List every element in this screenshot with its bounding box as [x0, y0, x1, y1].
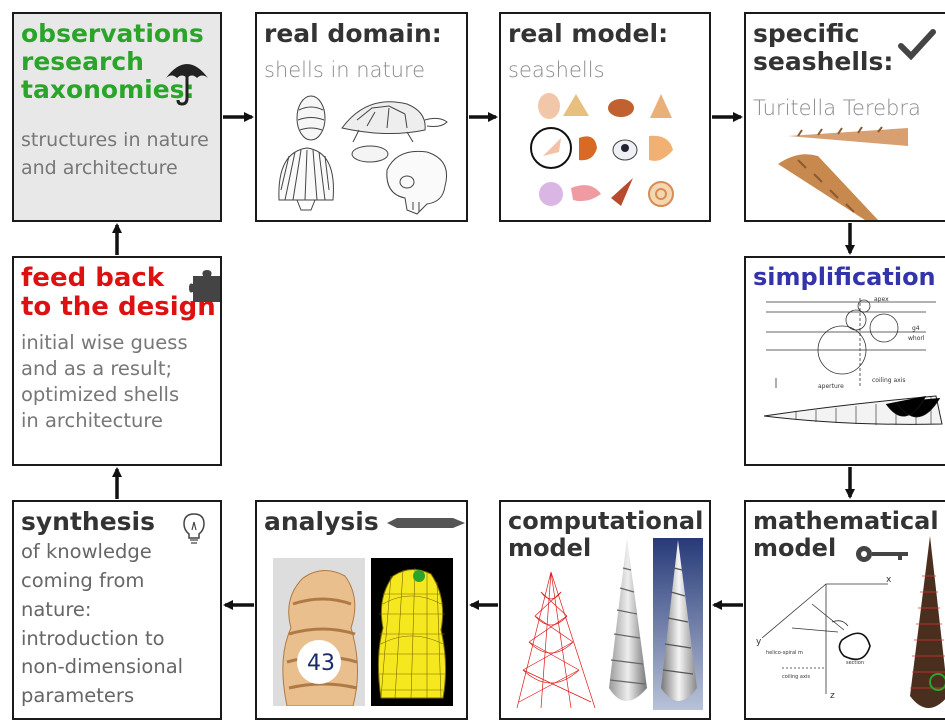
synthesis-box: synthesis of knowledge coming from natur…	[12, 500, 222, 720]
computational-title: computational model	[508, 507, 704, 562]
whorl-label: whorl	[908, 335, 925, 342]
physical-model-photo: 43	[273, 558, 365, 706]
feedback-body: initial wise guess and as a result; opti…	[21, 331, 188, 433]
coordinate-diagram: x y z section coiling axis helico-spiral…	[756, 575, 892, 701]
simplification-box: simplification apex g4 whorl aperture co…	[744, 256, 945, 466]
seashells-grid-illustration	[530, 93, 674, 207]
puzzle-piece-icon	[189, 270, 220, 302]
analysis-box: analysis 43	[255, 500, 468, 720]
photo-label: 43	[307, 651, 335, 676]
specific-subtitle: Turitella Terebra	[753, 96, 921, 120]
feedback-title: feed back to the design	[21, 263, 216, 323]
red-wireframe-model	[516, 572, 596, 708]
lightbulb-icon	[183, 513, 205, 544]
shell-geometry-diagram: apex g4 whorl aperture coiling axis	[763, 296, 943, 425]
aperture-label: aperture	[818, 383, 844, 390]
section-label: section	[846, 660, 864, 666]
coiling-axis-math-label: coiling axis	[782, 674, 810, 680]
real-domain-box: real domain: shells in nature	[255, 12, 468, 222]
apex-label: apex	[874, 296, 889, 303]
umbrella-icon	[166, 64, 208, 106]
computational-model-box: computational model	[499, 500, 711, 720]
dark-shell-model	[910, 536, 945, 708]
analysis-title: analysis	[264, 507, 379, 536]
key-icon	[856, 546, 908, 562]
real-domain-title: real domain:	[264, 19, 442, 48]
synthesis-title: synthesis	[21, 507, 156, 536]
helix-label: helico-spiral m	[766, 650, 803, 656]
fem-mesh-model	[371, 558, 453, 706]
gray-shell-render	[609, 538, 647, 701]
z-axis-label: z	[830, 691, 835, 701]
specific-seashells-box: specific seashells: Turitella Terebra	[744, 12, 945, 222]
real-model-title: real model:	[508, 19, 669, 48]
coiling-axis-label: coiling axis	[872, 377, 906, 384]
real-model-box: real model: seashells	[499, 12, 711, 222]
g4-label: g4	[912, 325, 920, 332]
feedback-box: feed back to the design initial wise gue…	[12, 256, 222, 466]
synthesis-body: of knowledge coming from nature: introdu…	[21, 540, 184, 708]
real-domain-subtitle: shells in nature	[264, 58, 426, 82]
observations-body: structures in nature and architecture	[21, 129, 209, 180]
observations-box: observations research taxonomies: struct…	[12, 12, 222, 222]
checkmark-icon	[898, 29, 936, 60]
x-axis-label: x	[886, 575, 892, 585]
y-axis-label: y	[756, 637, 762, 647]
pen-icon	[387, 518, 465, 528]
observations-title: observations research taxonomies:	[21, 19, 204, 104]
real-model-subtitle: seashells	[508, 58, 605, 82]
blue-shell-render	[653, 538, 703, 710]
nature-shells-illustration	[278, 95, 448, 215]
turritella-shells-illustration	[778, 126, 908, 220]
mathematical-model-box: mathematical model x y z section coiling…	[744, 500, 945, 720]
simplification-title: simplification	[753, 263, 936, 291]
specific-title: specific seashells:	[753, 19, 894, 76]
mathematical-title: mathematical model	[753, 507, 939, 562]
